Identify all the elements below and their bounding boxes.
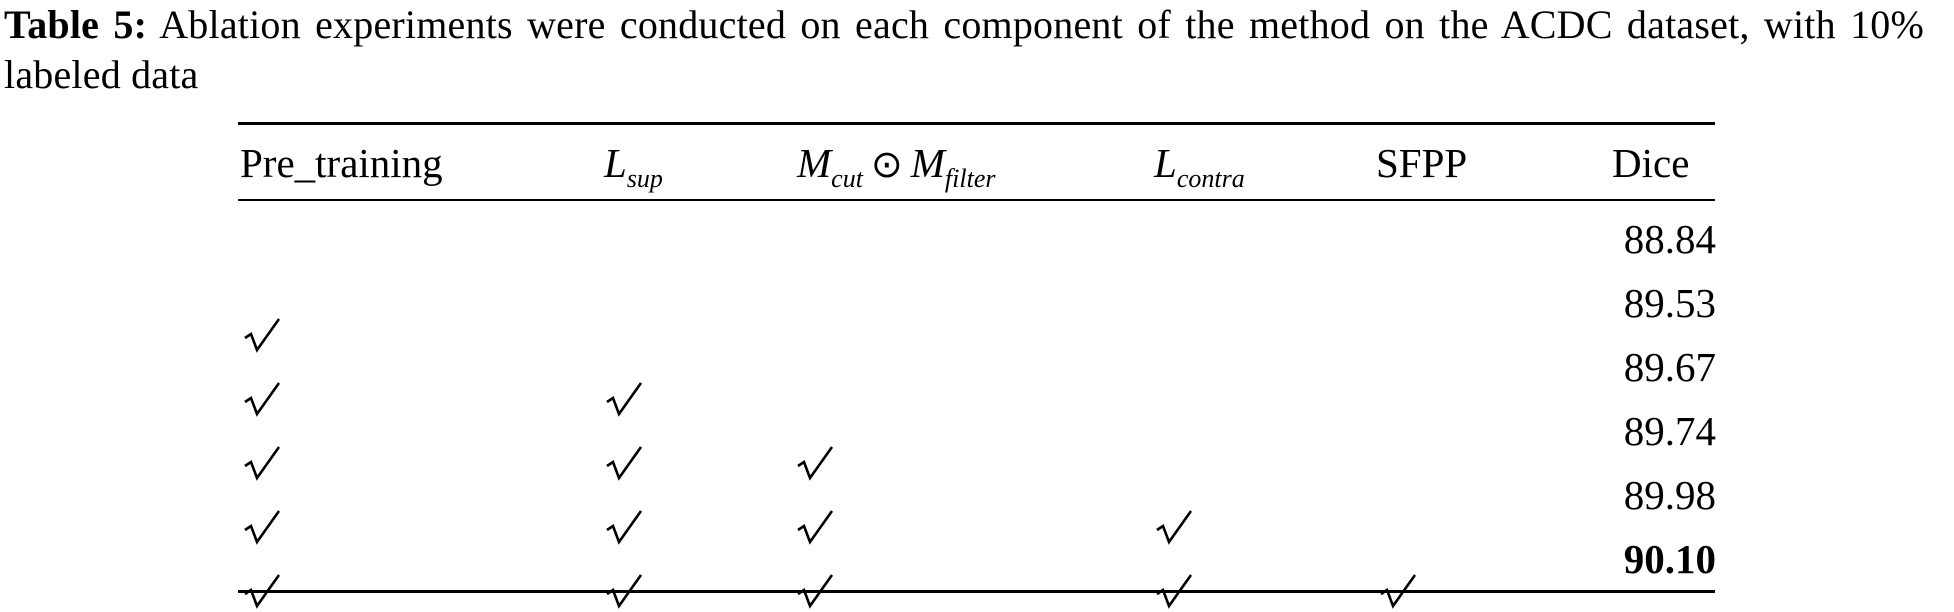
- check-mark-l-sup: [604, 444, 644, 484]
- table-bottom-rule: [238, 590, 1715, 593]
- check-mark-pre-training: [242, 380, 282, 420]
- table-row: 89.67: [0, 342, 1954, 417]
- check-mark-pre-training: [242, 316, 282, 356]
- dice-value: 89.67: [1623, 344, 1716, 390]
- dice-value: 89.53: [1623, 280, 1716, 326]
- check-mark-l-sup: [604, 508, 644, 548]
- header-pre-training: Pre_training: [240, 140, 443, 186]
- table-row: 89.98: [0, 470, 1954, 545]
- table-top-rule: [238, 122, 1715, 125]
- table-row: 88.84: [0, 214, 1954, 278]
- caption-label: Table 5:: [4, 2, 148, 47]
- header-dice: Dice: [1612, 140, 1690, 186]
- dice-value: 88.84: [1623, 216, 1716, 262]
- table-row: 90.10: [0, 534, 1954, 609]
- caption-text: Ablation experiments were conducted on e…: [4, 2, 1924, 97]
- dice-value: 89.74: [1623, 408, 1716, 454]
- check-mark-l-contra: [1154, 508, 1194, 548]
- check-mark-mask-product: [795, 444, 835, 484]
- table-caption: Table 5: Ablation experiments were condu…: [4, 0, 1924, 100]
- check-mark-pre-training: [242, 508, 282, 548]
- odot-operator: ⊙: [870, 142, 903, 186]
- dice-value: 90.10: [1623, 536, 1716, 582]
- check-mark-pre-training: [242, 444, 282, 484]
- header-mask-product: Mcut⊙Mfilter: [797, 140, 996, 193]
- check-mark-mask-product: [795, 508, 835, 548]
- header-l-contra: Lcontra: [1154, 140, 1245, 193]
- header-sfpp: SFPP: [1376, 140, 1468, 186]
- header-l-sup: Lsup: [604, 140, 663, 193]
- table-header-rule: [238, 199, 1715, 201]
- dice-value: 89.98: [1623, 472, 1716, 518]
- check-mark-l-sup: [604, 380, 644, 420]
- table-row: 89.74: [0, 406, 1954, 481]
- table-row: 89.53: [0, 278, 1954, 353]
